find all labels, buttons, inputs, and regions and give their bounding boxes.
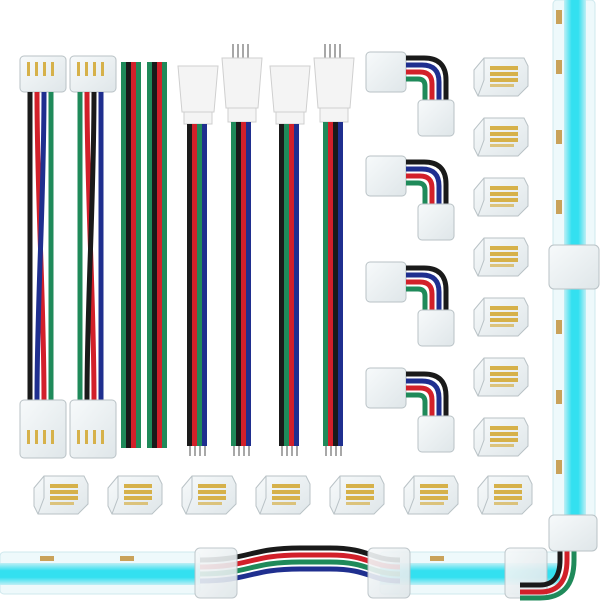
snap-connector-row-item bbox=[255, 475, 311, 515]
snap-connector-column-item bbox=[473, 357, 529, 397]
snap-connector-column-item bbox=[473, 177, 529, 217]
strip-connector-bottom-left bbox=[194, 547, 238, 599]
pigtail-plug-2 bbox=[221, 44, 263, 456]
ribbon-cable-2 bbox=[147, 62, 167, 448]
snap-connector-column-item bbox=[473, 417, 529, 457]
strip-cut-marks-vertical bbox=[556, 10, 562, 474]
l-connector-4 bbox=[365, 367, 455, 453]
snap-connector-column-item bbox=[473, 297, 529, 337]
snap-connector-column-item bbox=[473, 57, 529, 97]
snap-connector-row-item bbox=[107, 475, 163, 515]
ribbon-cable-1 bbox=[121, 62, 141, 448]
straight-jumper-2 bbox=[69, 55, 117, 459]
strip-connector-vertical-mid bbox=[548, 244, 600, 290]
pigtail-plug-1 bbox=[177, 65, 219, 456]
snap-connector-row-item bbox=[329, 475, 385, 515]
l-connector-3 bbox=[365, 261, 455, 347]
pigtail-plug-3 bbox=[269, 65, 311, 456]
snap-connector-column-item bbox=[473, 117, 529, 157]
led-strip-horizontal bbox=[0, 545, 561, 599]
led-strip-vertical bbox=[548, 0, 600, 549]
strip-connector-bottom-right bbox=[367, 547, 411, 599]
pigtail-plug-4 bbox=[313, 44, 355, 456]
snap-connectors-right-column bbox=[473, 57, 529, 457]
snap-connector-row-item bbox=[181, 475, 237, 515]
snap-connector-row-item bbox=[403, 475, 459, 515]
snap-connector-column-item bbox=[473, 237, 529, 277]
strip-corner-l-jumper bbox=[520, 514, 598, 601]
l-connector-1 bbox=[365, 51, 455, 137]
l-connector-2 bbox=[365, 155, 455, 241]
snap-connector-row-item bbox=[33, 475, 89, 515]
snap-connectors-bottom-row bbox=[33, 475, 533, 515]
straight-jumper-1 bbox=[19, 55, 67, 459]
snap-connector-row-item bbox=[477, 475, 533, 515]
